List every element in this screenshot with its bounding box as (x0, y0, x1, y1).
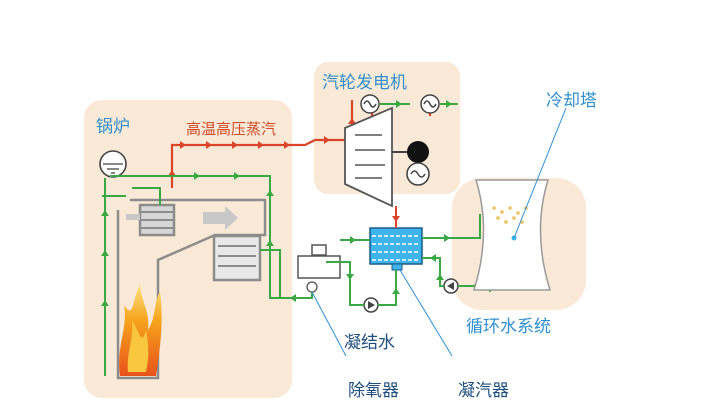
condenser (369, 227, 423, 271)
turbine (344, 106, 410, 208)
condensate-water-label: 凝结水 (344, 333, 395, 353)
cooling-tower-label: 冷却塔 (546, 91, 597, 111)
boiler-body (116, 198, 267, 380)
heaters (360, 94, 440, 114)
gas-flow-arrow (203, 206, 238, 230)
condensate-pump (363, 297, 379, 313)
steam-arrows (168, 118, 356, 176)
flame-icon (119, 285, 162, 376)
generator (406, 141, 430, 186)
steam-drum (99, 150, 127, 178)
circulating-pump (443, 278, 459, 294)
circulating-water-system-label: 循环水系统 (466, 317, 551, 337)
deaerator-label: 除氧器 (348, 381, 399, 401)
leader-lines (311, 269, 453, 357)
condenser-label: 凝汽器 (458, 381, 509, 401)
deaerator (297, 244, 341, 293)
boiler-label: 锅炉 (96, 117, 130, 137)
turbine-generator-label: 汽轮发电机 (322, 73, 407, 93)
steam-label: 高温高压蒸汽 (186, 120, 277, 138)
water-lines (102, 175, 491, 376)
gas-flow-arrow (126, 214, 140, 220)
cooling-tower (472, 107, 567, 291)
